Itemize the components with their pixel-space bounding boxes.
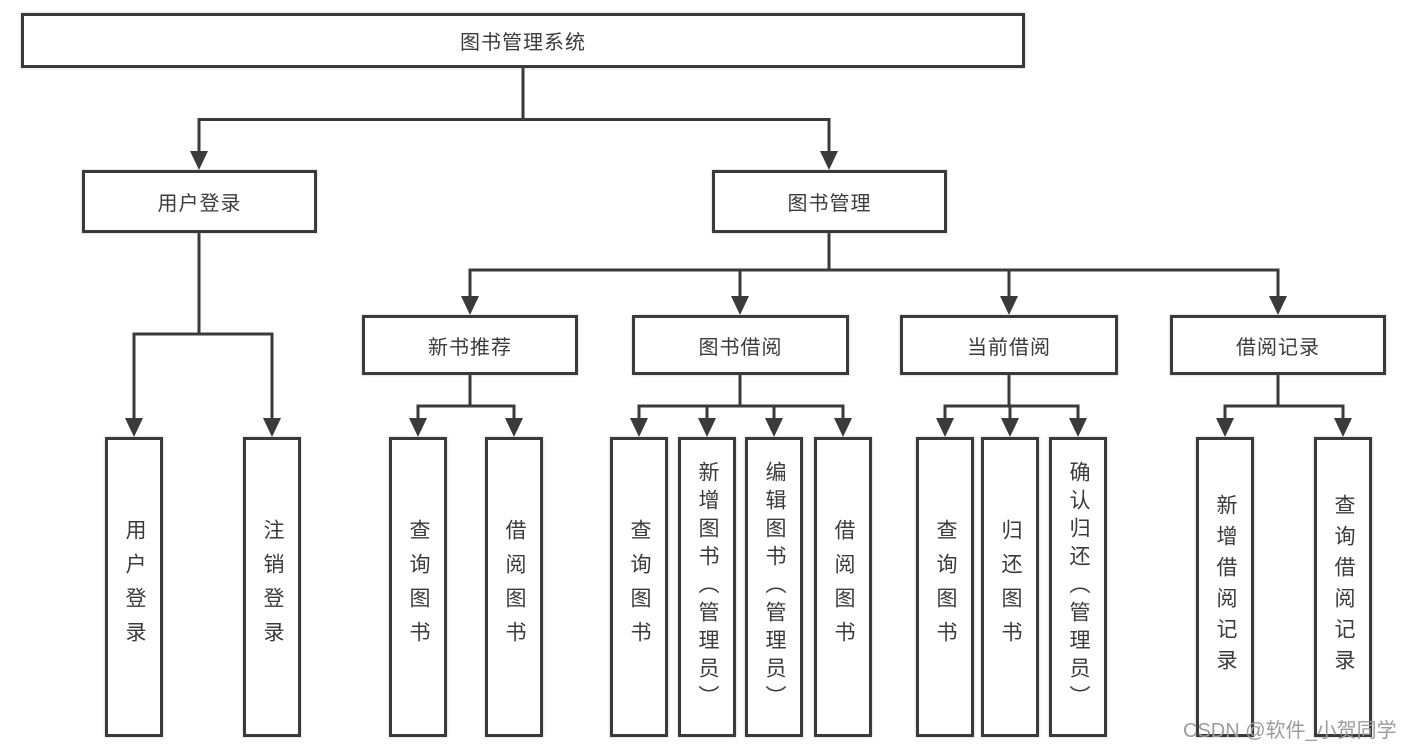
leaf-add-books-admin: 新增图书（管理员） [678,437,736,737]
node-book-management: 图书管理 [712,170,947,233]
node-label: 查询借阅记录 [1332,494,1355,680]
node-label: 借阅记录 [1236,336,1320,359]
node-label: 查询图书 [628,519,651,655]
leaf-query-borrow-record: 查询借阅记录 [1314,437,1372,737]
watermark: CSDN @软件_小贺同学 [1183,720,1397,742]
node-label: 图书管理 [787,193,872,215]
node-current-borrow: 当前借阅 [900,315,1118,375]
node-label: 借阅图书 [832,519,855,655]
node-label: 新增图书（管理员） [696,461,719,713]
node-label: 用户登录 [157,193,242,215]
node-label: 借阅图书 [503,519,526,655]
leaf-user-login: 用户登录 [105,437,163,737]
node-library-system: 图书管理系统 [21,13,1025,68]
node-new-book-recommend: 新书推荐 [362,315,578,375]
node-borrow-records: 借阅记录 [1170,315,1386,375]
leaf-return-books: 归还图书 [981,437,1039,737]
leaf-logout: 注销登录 [243,437,301,737]
leaf-query-books-recommend: 查询图书 [389,437,447,737]
leaf-add-borrow-record: 新增借阅记录 [1196,437,1254,737]
leaf-query-books-current: 查询图书 [916,437,974,737]
node-book-borrow: 图书借阅 [632,315,849,375]
node-label: 当前借阅 [967,336,1051,359]
node-label: 归还图书 [999,519,1022,655]
node-label: 图书管理系统 [460,32,586,54]
node-label: 查询图书 [934,519,957,655]
node-label: 确认归还（管理员） [1067,461,1090,713]
node-label: 新书推荐 [428,336,512,359]
node-label: 编辑图书（管理员） [763,461,786,713]
leaf-borrow-books-recommend: 借阅图书 [485,437,543,737]
node-label: 用户登录 [123,519,146,655]
node-user-login: 用户登录 [82,170,317,233]
leaf-confirm-return-admin: 确认归还（管理员） [1049,437,1107,737]
node-label: 新增借阅记录 [1214,494,1237,680]
node-label: 图书借阅 [698,336,783,359]
leaf-query-books-borrow: 查询图书 [610,437,668,737]
node-label: 查询图书 [407,519,430,655]
node-label: 注销登录 [261,519,284,655]
leaf-edit-books-admin: 编辑图书（管理员） [745,437,803,737]
leaf-borrow-books: 借阅图书 [814,437,872,737]
